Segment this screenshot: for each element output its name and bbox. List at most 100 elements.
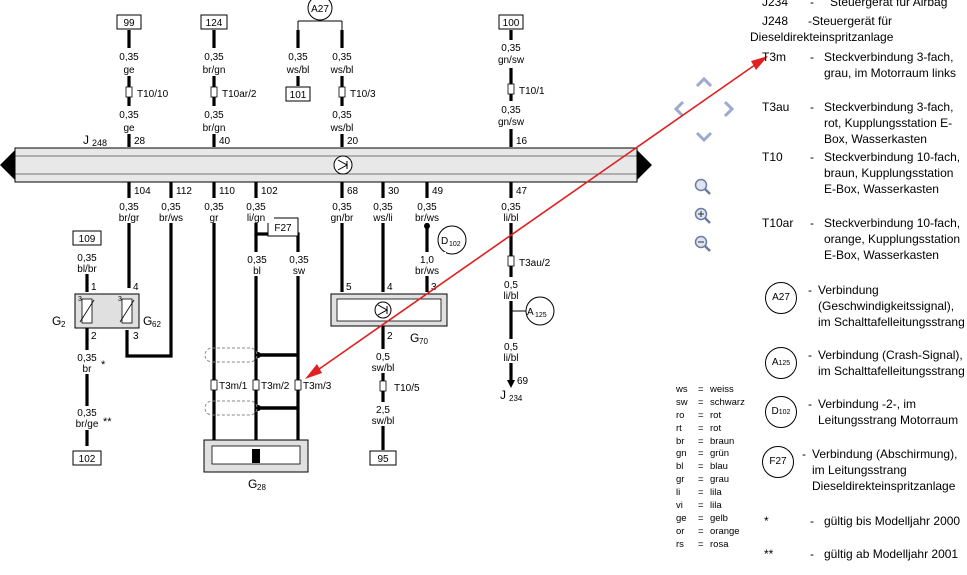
svg-text:br/gr: br/gr: [119, 213, 140, 224]
svg-text:102: 102: [261, 186, 278, 197]
svg-text:0,35: 0,35: [289, 255, 309, 266]
svg-text:110: 110: [219, 186, 235, 197]
svg-text:0,35: 0,35: [288, 52, 308, 63]
svg-text:0,35: 0,35: [417, 202, 437, 213]
g2-pins: 1 2 3 4: [91, 282, 139, 342]
svg-text:248: 248: [92, 138, 107, 148]
svg-text:J: J: [500, 388, 506, 402]
nav-controls[interactable]: [673, 76, 735, 143]
color-row: gr=grau: [676, 474, 730, 486]
box-109: 109: [72, 230, 102, 246]
zoom-out-icon[interactable]: [694, 235, 711, 252]
sensor-g2-g62: 3 3: [74, 293, 140, 329]
color-row: br=braun: [676, 435, 735, 447]
svg-text:0,5: 0,5: [376, 352, 390, 363]
box-102: 102: [72, 450, 102, 466]
control-unit-bus-j248: [0, 147, 652, 183]
svg-text:br: br: [83, 364, 93, 375]
svg-text:J: J: [83, 133, 89, 147]
connection-circle-a27: A27: [307, 0, 333, 21]
svg-text:101: 101: [290, 90, 307, 101]
bottom-pin-numbers: 104 112 110 102 68 30 49 47: [134, 186, 528, 197]
zoom-in-icon[interactable]: [694, 207, 711, 224]
svg-text:br/gn: br/gn: [203, 65, 226, 76]
svg-text:2: 2: [61, 320, 66, 329]
svg-text:T10/1: T10/1: [519, 86, 545, 97]
svg-text:0,35: 0,35: [501, 105, 521, 116]
svg-text:0,5: 0,5: [504, 342, 518, 353]
svg-text:70: 70: [419, 337, 428, 346]
color-row: sw=schwarz: [676, 396, 745, 408]
svg-text:0,35: 0,35: [161, 202, 181, 213]
svg-text:F27: F27: [274, 223, 292, 234]
color-row: ro=rot: [676, 409, 722, 421]
svg-text:sw: sw: [293, 266, 306, 277]
connection-circle-f27: F27: [267, 217, 299, 237]
svg-text:112: 112: [176, 186, 192, 197]
box-124: 124: [200, 14, 228, 30]
svg-text:T3au/2: T3au/2: [519, 258, 551, 269]
svg-text:125: 125: [535, 312, 547, 319]
svg-text:102: 102: [449, 241, 461, 248]
bottom-pin-stubs: [127, 182, 513, 198]
connector-t3au-2: T3au/2: [507, 255, 551, 269]
svg-text:0,35: 0,35: [119, 202, 139, 213]
svg-text:124: 124: [206, 18, 223, 29]
svg-text:0,35: 0,35: [373, 202, 393, 213]
svg-text:4: 4: [387, 282, 393, 293]
star-note-1: *: [101, 359, 106, 371]
svg-text:0,35: 0,35: [501, 43, 521, 54]
magnifier-icon[interactable]: [694, 178, 711, 195]
color-code-legend: ws=weiss sw=schwarz ro=rot rt=rot br=bra…: [676, 384, 766, 552]
svg-text:3: 3: [133, 331, 139, 342]
svg-text:0,35: 0,35: [119, 52, 139, 63]
color-row: ws=weiss: [676, 384, 734, 395]
svg-text:99: 99: [123, 18, 135, 29]
svg-text:ws/bl: ws/bl: [286, 65, 310, 76]
svg-text:2: 2: [91, 331, 97, 342]
sensor-g28: [203, 439, 309, 473]
svg-text:0,35: 0,35: [204, 52, 224, 63]
connector-t10-5: T10/5: [379, 380, 420, 394]
nav-right-icon[interactable]: [723, 100, 735, 118]
svg-text:G: G: [248, 477, 257, 491]
svg-text:20: 20: [347, 136, 359, 147]
box-95: 95: [369, 450, 397, 466]
box-100: 100: [498, 14, 524, 30]
shield-joints: [204, 223, 430, 416]
label-g28: G 28: [248, 477, 266, 492]
svg-text:28: 28: [257, 483, 266, 492]
color-row: bl=blau: [676, 461, 728, 473]
svg-text:1,0: 1,0: [420, 255, 434, 266]
connection-circle-a125: A 125: [525, 296, 555, 326]
svg-text:br/ws: br/ws: [159, 213, 183, 224]
svg-text:D: D: [441, 236, 448, 247]
svg-text:0,35: 0,35: [77, 353, 97, 364]
label-g62: G 62: [143, 314, 161, 329]
star-note-2: **: [103, 416, 112, 428]
svg-text:0,35: 0,35: [246, 202, 266, 213]
svg-text:1: 1: [91, 282, 97, 293]
component-legend: J234 - Steuergerät für Airbag J248 - Ste…: [750, 0, 965, 561]
svg-text:104: 104: [134, 186, 151, 197]
svg-text:0,35: 0,35: [332, 202, 352, 213]
svg-text:br/ge: br/ge: [76, 419, 99, 430]
bus-label-j248: J 248: [83, 133, 107, 148]
svg-text:T3m/3: T3m/3: [303, 381, 332, 392]
svg-text:40: 40: [219, 136, 231, 147]
svg-text:T10/10: T10/10: [137, 89, 169, 100]
nav-left-icon[interactable]: [673, 100, 685, 118]
connection-circle-d102: D 102: [437, 225, 467, 255]
svg-text:0,35: 0,35: [77, 253, 97, 264]
svg-text:69: 69: [517, 376, 529, 387]
svg-text:li/bl: li/bl: [503, 213, 518, 224]
svg-text:28: 28: [134, 136, 146, 147]
nav-up-icon[interactable]: [695, 76, 713, 88]
box-99: 99: [116, 14, 142, 30]
color-row: gn=grün: [676, 448, 730, 460]
color-row: rt=rot: [676, 422, 722, 434]
nav-down-icon[interactable]: [695, 131, 713, 143]
svg-text:G: G: [52, 314, 61, 328]
